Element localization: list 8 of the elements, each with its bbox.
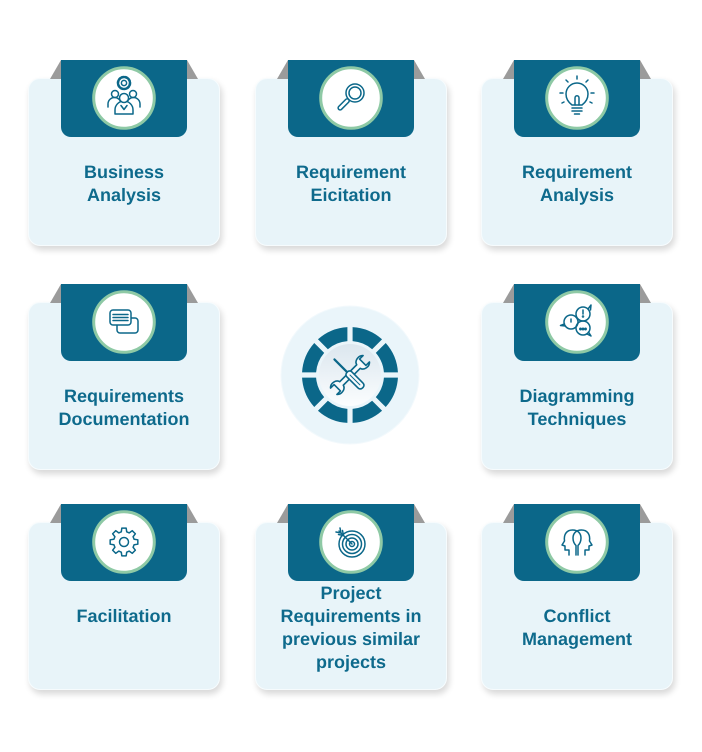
- topic-label: Facilitation: [76, 604, 172, 628]
- topic-label: Requirement Analysis: [520, 161, 634, 207]
- topic-label: Diagramming Techniques: [518, 385, 636, 431]
- topic-label: Conflict Management: [520, 605, 634, 651]
- topic-label: Requirements Documentation: [57, 385, 190, 431]
- topic-label: Business Analysis: [82, 161, 166, 207]
- topic-label: Project Requirements in previous similar projects: [279, 582, 423, 674]
- topic-label: Requirement Eicitation: [294, 161, 408, 207]
